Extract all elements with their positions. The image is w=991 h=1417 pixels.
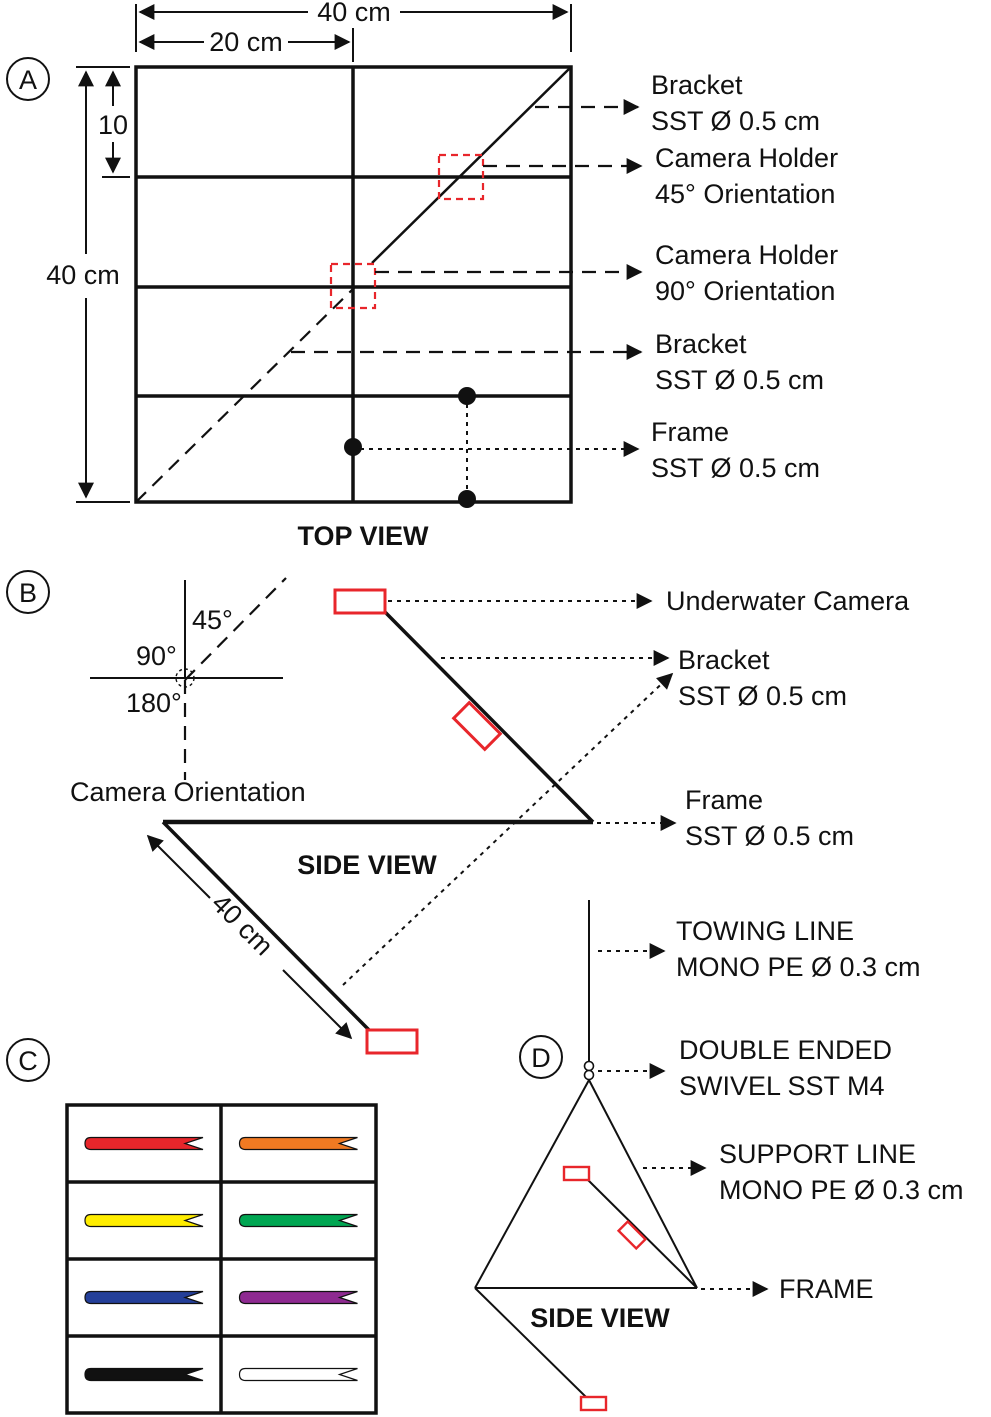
- lower-bracket-pointer: [342, 672, 674, 986]
- panel-b-letter: B: [19, 578, 37, 608]
- callout-holder45-1: Camera Holder: [655, 143, 838, 173]
- panel-c-badge: [6, 1038, 50, 1082]
- side-view-d-title: SIDE VIEW: [530, 1303, 670, 1333]
- support-line-left: [474, 1079, 590, 1289]
- panel-c-streamers: C: [6, 1038, 378, 1415]
- panel-a-letter: A: [19, 65, 37, 95]
- joint-dot: [458, 490, 476, 508]
- callout-swivel-2: SWIVEL SST M4: [679, 1071, 885, 1101]
- callout-towing-line-2: MONO PE Ø 0.3 cm: [676, 952, 921, 982]
- height-dimension: 40 cm 10: [46, 66, 130, 503]
- callout-underwater-camera: Underwater Camera: [666, 586, 910, 616]
- camera-orientation-label: Camera Orientation: [70, 777, 306, 807]
- length-40cm-label: 40 cm: [206, 888, 279, 961]
- camera-lower: [365, 1028, 419, 1055]
- streamer-swatch: [238, 1213, 358, 1228]
- callout-holder90-1: Camera Holder: [655, 240, 838, 270]
- towed-camera-45: [616, 1219, 648, 1251]
- callout-support-line-1: SUPPORT LINE: [719, 1139, 916, 1169]
- callout-frame-d: FRAME: [779, 1274, 874, 1304]
- callout-bracket-top-1: Bracket: [651, 70, 743, 100]
- callout-support-line-2: MONO PE Ø 0.3 cm: [719, 1175, 964, 1205]
- camera-45-orientation: [451, 700, 503, 752]
- joint-dot: [458, 387, 476, 405]
- streamer-swatch: [238, 1290, 358, 1305]
- panel-d-side-view: D TOWING LINE MONO PE Ø 0.3 cm DOUBLE EN…: [474, 900, 964, 1412]
- panel-b-side-view: B 45° 90° 180° Camera Orientation 40 cm: [6, 570, 910, 1055]
- spacing-10-label: 10: [98, 110, 128, 140]
- streamer-swatch: [84, 1213, 204, 1228]
- support-line-right: [588, 1079, 698, 1289]
- panel-a-top-view: A 40 cm 20 cm 40 cm 10: [6, 0, 838, 551]
- callout-bracket-mid-1: Bracket: [655, 329, 747, 359]
- streamer-swatch: [84, 1367, 204, 1382]
- angle-90-label: 90°: [136, 641, 177, 671]
- towed-upper-bracket: [585, 1177, 698, 1289]
- panel-d-letter: D: [531, 1043, 551, 1073]
- diagonal-bracket-hidden: [135, 286, 356, 503]
- callout-holder45-2: 45° Orientation: [655, 179, 835, 209]
- orientation-indicator: 45° 90° 180° Camera Orientation: [70, 577, 306, 807]
- width-20cm-label: 20 cm: [209, 27, 283, 57]
- streamer-swatch: [238, 1367, 358, 1382]
- width-40cm-label: 40 cm: [317, 0, 391, 27]
- callout-frame-b-1: Frame: [685, 785, 763, 815]
- callout-swivel-1: DOUBLE ENDED: [679, 1035, 892, 1065]
- camera-holder-45-marker: [437, 153, 485, 201]
- callout-frame-2: SST Ø 0.5 cm: [651, 453, 820, 483]
- towed-camera-bottom: [579, 1395, 608, 1412]
- towed-lower-bracket: [474, 1287, 588, 1399]
- streamer-swatch: [238, 1136, 358, 1151]
- diagonal-bracket: [371, 66, 572, 264]
- underwater-camera: [333, 588, 387, 615]
- callout-frame-1: Frame: [651, 417, 729, 447]
- width-dimension: 40 cm 20 cm: [135, 0, 572, 62]
- top-view-title: TOP VIEW: [297, 521, 429, 551]
- joint-dot: [344, 438, 362, 456]
- height-40cm-label: 40 cm: [46, 260, 120, 290]
- panel-d-badge: [519, 1035, 563, 1079]
- panel-b-badge: [6, 570, 50, 614]
- callout-bracket-mid-2: SST Ø 0.5 cm: [655, 365, 824, 395]
- callout-bracket-1: Bracket: [678, 645, 770, 675]
- angle-180-label: 180°: [126, 688, 182, 718]
- callout-bracket-2: SST Ø 0.5 cm: [678, 681, 847, 711]
- lower-bracket: [161, 820, 371, 1032]
- streamer-swatch: [84, 1136, 204, 1151]
- callout-frame-b-2: SST Ø 0.5 cm: [685, 821, 854, 851]
- callout-holder90-2: 90° Orientation: [655, 276, 835, 306]
- callout-bracket-top-2: SST Ø 0.5 cm: [651, 106, 820, 136]
- towed-camera-top: [562, 1165, 591, 1182]
- camera-holder-90-marker: [329, 262, 377, 310]
- upper-bracket: [381, 608, 595, 824]
- panel-a-badge: [6, 57, 50, 101]
- angle-45-label: 45°: [192, 605, 233, 635]
- side-view-b-title: SIDE VIEW: [297, 850, 437, 880]
- streamer-swatch: [84, 1290, 204, 1305]
- callout-towing-line-1: TOWING LINE: [676, 916, 854, 946]
- swivel: [583, 1060, 595, 1072]
- panel-c-letter: C: [18, 1046, 38, 1076]
